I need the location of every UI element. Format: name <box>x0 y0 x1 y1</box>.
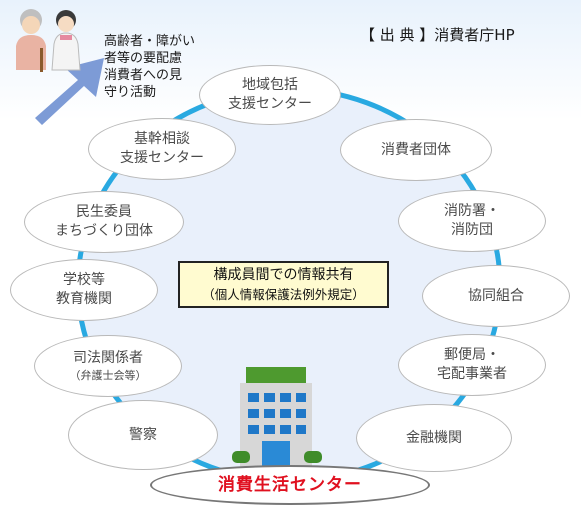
node-label: 教育機関 <box>56 291 112 307</box>
building-icon <box>232 367 322 467</box>
elderly-care-icon <box>16 9 81 72</box>
node-label: 消防署・ <box>444 203 500 219</box>
caregiver-icon <box>51 10 81 71</box>
center-info-title: 構成員間での情報共有 <box>213 266 354 283</box>
node-kinyu-kikan: 金融機関 <box>356 404 512 472</box>
node-label: 支援センター <box>228 96 312 112</box>
node-label: 消防団 <box>451 222 493 238</box>
elderly-person-icon <box>16 9 46 72</box>
node-chiiki-houkatsu: 地域包括 支援センター <box>199 65 341 125</box>
node-label: 学校等 <box>63 272 105 288</box>
node-label: 郵便局・ <box>444 347 500 363</box>
node-label: 協同組合 <box>468 287 524 304</box>
caption: 高齢者・障がい 者等の要配慮 消費者への見 守り活動 <box>104 33 195 101</box>
node-sublabel: （弁護士会等） <box>69 369 147 382</box>
node-kikan-soudan: 基幹相談 支援センター <box>88 118 236 180</box>
node-label: 民生委員 <box>76 204 132 220</box>
node-shohisha-dantai: 消費者団体 <box>340 119 492 181</box>
node-shiho-kankeisha: 司法関係者 （弁護士会等） <box>34 335 182 397</box>
node-main-label: 消費生活センター <box>218 474 362 495</box>
node-label: 基幹相談 <box>134 131 190 147</box>
node-label: 金融機関 <box>406 429 462 446</box>
node-label: 地域包括 <box>242 77 298 93</box>
node-label: 宅配事業者 <box>437 366 507 382</box>
caption-line: 高齢者・障がい <box>104 34 196 49</box>
node-label: 支援センター <box>120 150 204 166</box>
node-shohi-seikatsu-center: 消費生活センター <box>150 465 430 505</box>
caption-line: 消費者への見 <box>104 68 183 83</box>
center-info-subtitle: （個人情報保護法例外規定） <box>202 286 365 302</box>
node-minsei-iin: 民生委員 まちづくり団体 <box>24 191 184 253</box>
node-kyodo-kumiai: 協同組合 <box>422 265 570 327</box>
node-label: 消費者団体 <box>381 141 451 158</box>
node-yubinkyoku: 郵便局・ 宅配事業者 <box>398 334 546 396</box>
node-label: 警察 <box>129 426 157 443</box>
node-gakko: 学校等 教育機関 <box>10 259 158 321</box>
node-shobo: 消防署・ 消防団 <box>398 190 546 252</box>
node-label: 司法関係者 <box>73 350 143 366</box>
node-keisatsu: 警察 <box>68 400 218 470</box>
caption-line: 守り活動 <box>104 85 157 100</box>
node-label: まちづくり団体 <box>55 223 153 239</box>
caption-line: 者等の要配慮 <box>104 51 183 66</box>
center-info-box: 構成員間での情報共有 （個人情報保護法例外規定） <box>178 261 389 308</box>
source-label: 【 出 典 】消費者庁HP <box>360 26 515 44</box>
arrow-icon <box>35 58 104 125</box>
